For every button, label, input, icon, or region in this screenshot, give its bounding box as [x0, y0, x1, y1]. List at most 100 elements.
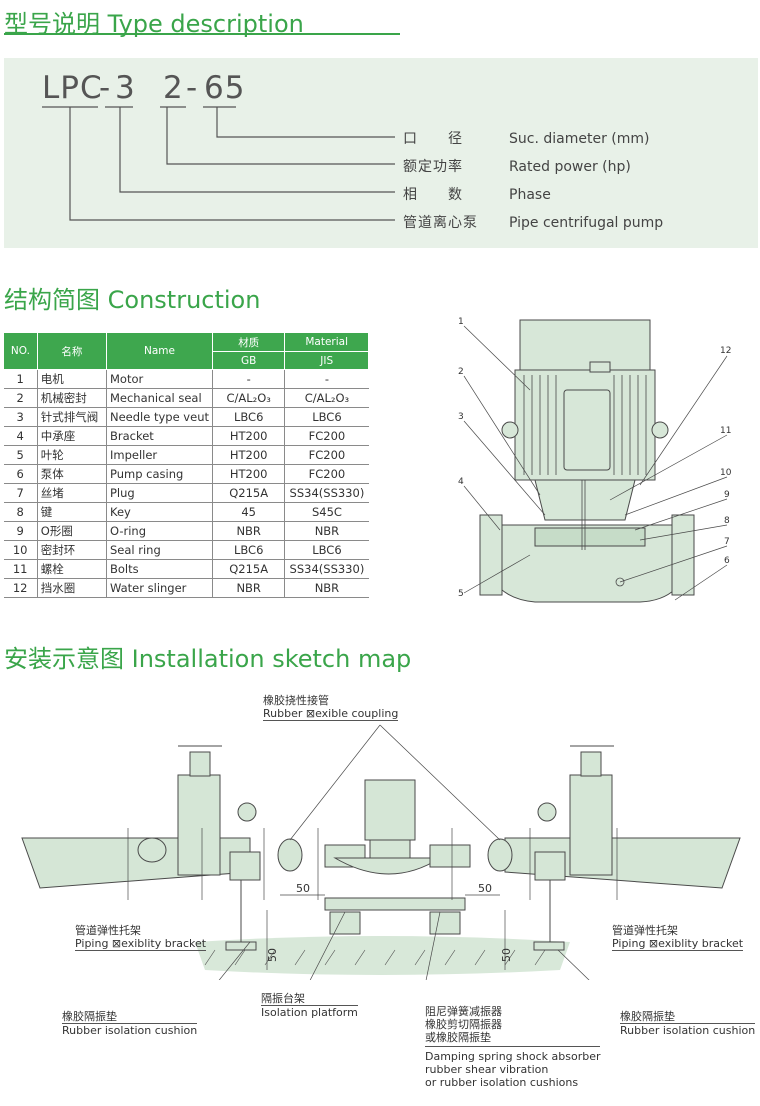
row-jis: FC200: [284, 464, 369, 484]
row-no: 2: [3, 388, 38, 408]
legend-power-en: Rated power (hp): [509, 159, 631, 175]
right-pressure-gauge: [537, 802, 557, 822]
row-no: 1: [3, 369, 38, 389]
left-cushion-label-cn: 橡胶隔振垫: [62, 1010, 117, 1023]
ground-area: [195, 936, 570, 975]
row-en-name: Seal ring: [106, 540, 214, 560]
header-jis: JIS: [284, 351, 369, 370]
left-damper: [329, 911, 361, 935]
row-no: 6: [3, 464, 38, 484]
left-bracket-label-cn: 管道弹性托架: [75, 924, 141, 937]
callout-12: 12: [720, 346, 731, 356]
platform-label: 隔振台架 Isolation platform: [261, 992, 358, 1019]
left-bracket-label: 管道弹性托架 Piping ⊠exiblity bracket: [75, 924, 207, 951]
left-cushion-label-en: Rubber isolation cushion: [62, 1023, 198, 1037]
row-cn-name: 电机: [37, 369, 107, 389]
construction-title-en: Construction: [107, 286, 261, 314]
row-gb: 45: [212, 502, 286, 522]
damper-label: 阻尼弹簧减振器 橡胶剪切隔振器 或橡胶隔振垫 Damping spring sh…: [425, 1005, 601, 1089]
legend-diameter-cn: 口 径: [403, 131, 463, 147]
row-jis: -: [284, 369, 369, 389]
left-pressure-gauge: [237, 802, 257, 822]
row-jis: LBC6: [284, 407, 369, 427]
legend-pump-cn: 管道离心泵: [403, 215, 478, 231]
right-cushion-label-cn: 橡胶隔振垫: [620, 1010, 675, 1023]
legend-pump-en: Pipe centrifugal pump: [509, 215, 664, 231]
callout-8: 8: [724, 516, 730, 526]
installation-sketch: 50 50 50 50: [21, 724, 741, 980]
row-no: 9: [3, 521, 38, 541]
callout-1: 1: [458, 317, 464, 327]
coupling-label-cn: 橡胶挠性接管: [263, 694, 329, 707]
right-bracket-box: [534, 851, 566, 881]
row-no: 8: [3, 502, 38, 522]
damper-label-en-2: rubber shear vibration: [425, 1063, 549, 1076]
callout-10: 10: [720, 468, 732, 478]
left-flexible-coupling: [277, 838, 303, 872]
right-cushion-label: 橡胶隔振垫 Rubber isolation cushion: [620, 1010, 756, 1037]
model-phase: 3: [115, 70, 136, 106]
pump-outlet: [429, 844, 471, 868]
dim-50-left: 50: [296, 882, 310, 895]
right-bracket-label-cn: 管道弹性托架: [612, 924, 678, 937]
row-gb: HT200: [212, 445, 286, 465]
row-jis: SS34(SS330): [284, 559, 369, 579]
row-en-name: Motor: [106, 369, 214, 389]
callout-4: 4: [458, 477, 464, 487]
row-cn-name: 叶轮: [37, 445, 107, 465]
outlet-flange: [671, 514, 695, 596]
nameplate: [589, 361, 611, 373]
right-bracket-label-en: Piping ⊠exiblity bracket: [612, 937, 744, 951]
row-cn-name: 螺栓: [37, 559, 107, 579]
row-en-name: Bracket: [106, 426, 214, 446]
row-en-name: Impeller: [106, 445, 214, 465]
type-title-rule: [4, 33, 400, 35]
model-power: 2: [163, 70, 184, 106]
row-gb: HT200: [212, 464, 286, 484]
row-gb: NBR: [212, 521, 286, 541]
platform-label-en: Isolation platform: [261, 1005, 358, 1019]
callout-5: 5: [458, 589, 464, 599]
row-gb: NBR: [212, 578, 286, 598]
row-gb: HT200: [212, 426, 286, 446]
header-material-cn: 材质: [211, 332, 286, 352]
left-check-valve: [137, 837, 167, 863]
callout-6: 6: [724, 556, 730, 566]
row-cn-name: 中承座: [37, 426, 107, 446]
row-cn-name: 机械密封: [37, 388, 107, 408]
row-cn-name: 泵体: [37, 464, 107, 484]
row-en-name: Plug: [106, 483, 214, 503]
installation-section-title: 安装示意图 Installation sketch map: [4, 639, 411, 674]
left-bracket-label-en: Piping ⊠exiblity bracket: [75, 937, 207, 951]
model-leader-lines: [42, 106, 395, 221]
row-cn-name: 针式排气阀: [37, 407, 107, 427]
row-cn-name: 密封环: [37, 540, 107, 560]
row-cn-name: O形圈: [37, 521, 107, 541]
dim-50-vertical-right: 50: [500, 948, 513, 962]
coupling-label: 橡胶挠性接管 Rubber ⊠exible coupling: [263, 694, 399, 721]
damper-label-cn-3: 或橡胶隔振垫: [425, 1031, 601, 1047]
row-cn-name: 键: [37, 502, 107, 522]
callout-9: 9: [724, 490, 730, 500]
coupling-label-en: Rubber ⊠exible coupling: [263, 707, 399, 721]
lifting-eye-right: [651, 421, 669, 439]
row-no: 5: [3, 445, 38, 465]
row-no: 7: [3, 483, 38, 503]
header-gb: GB: [211, 351, 286, 370]
isolation-platform: [324, 897, 466, 911]
right-cushion-label-en: Rubber isolation cushion: [620, 1023, 756, 1037]
row-en-name: O-ring: [106, 521, 214, 541]
right-bracket-label: 管道弹性托架 Piping ⊠exiblity bracket: [612, 924, 744, 951]
impeller: [534, 527, 646, 547]
right-gate-valve: [569, 774, 613, 876]
installation-title-cn: 安装示意图: [4, 645, 124, 673]
